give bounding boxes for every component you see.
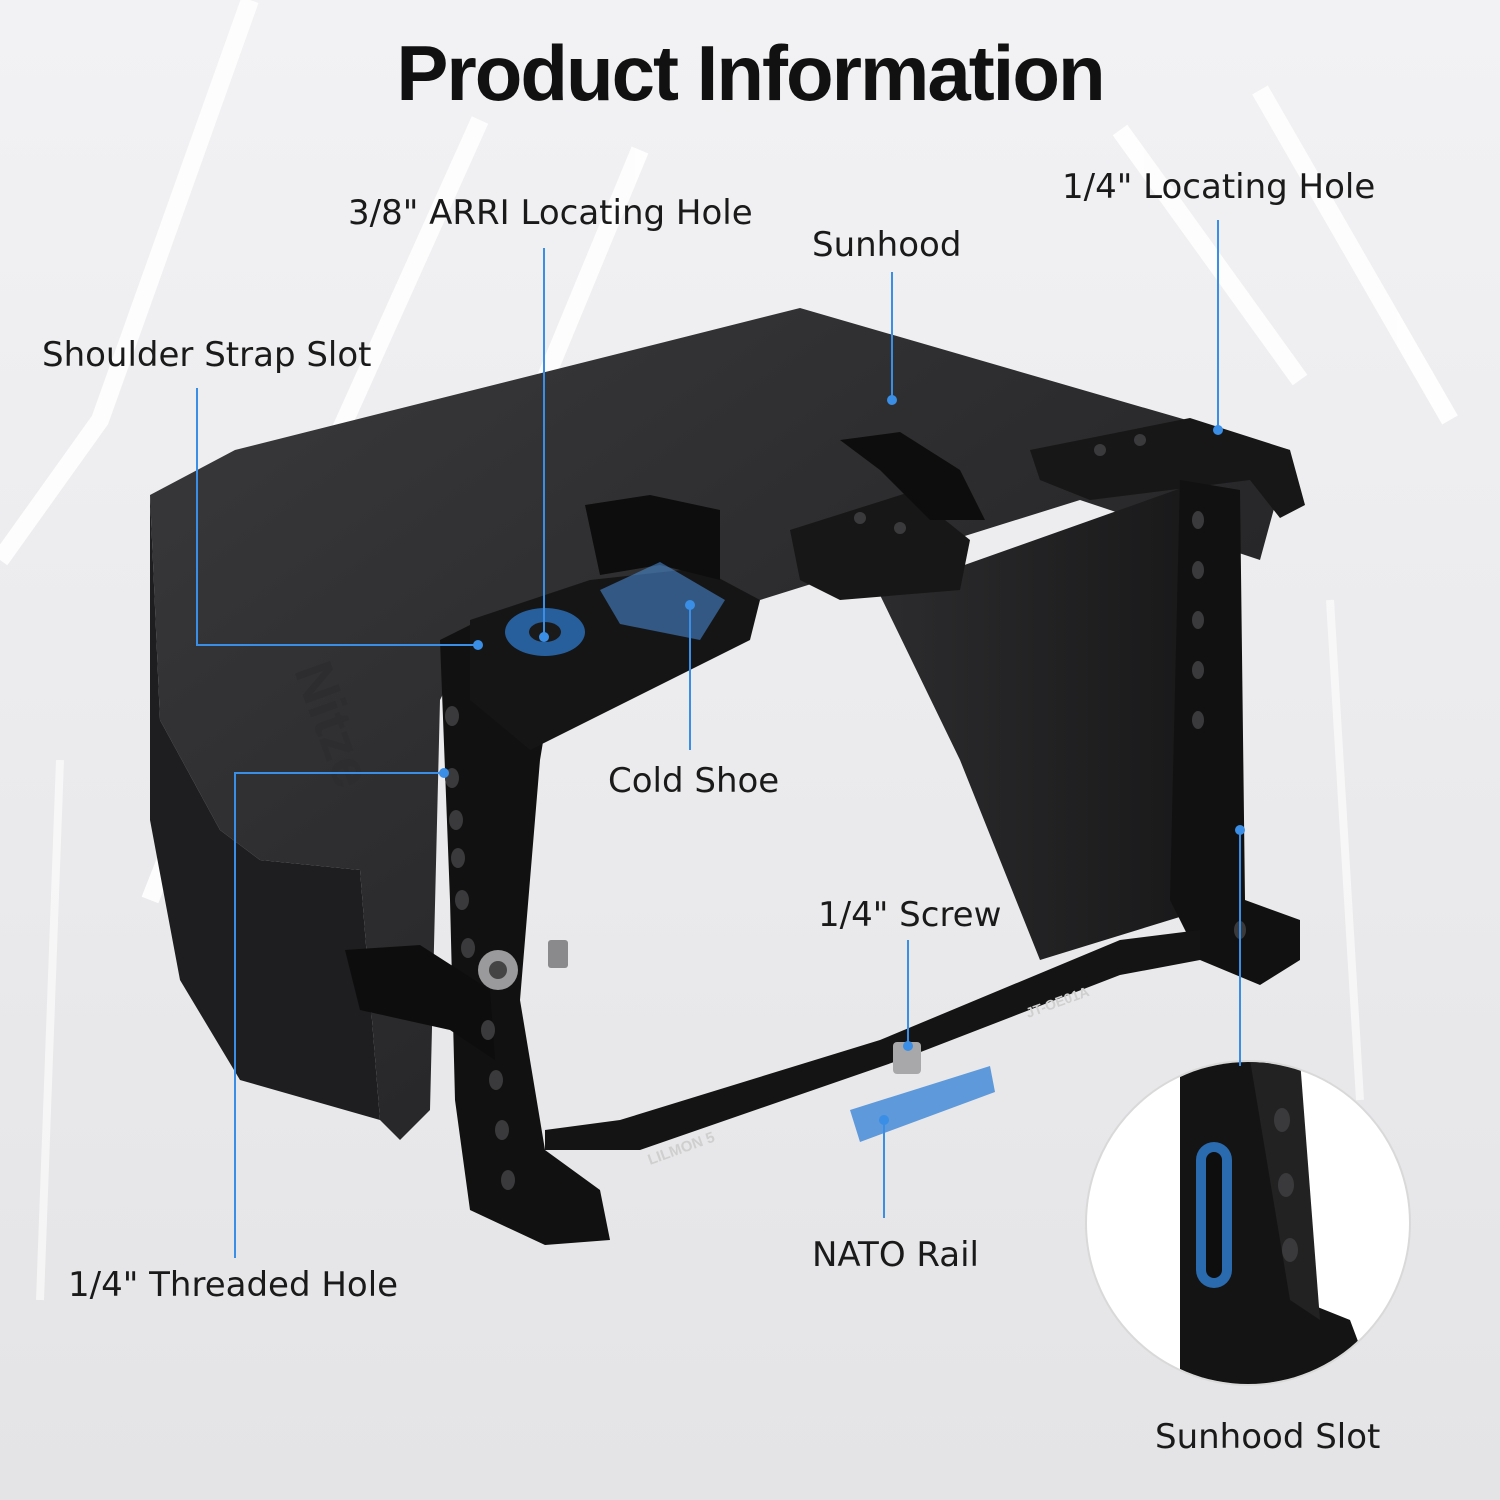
callout-quarter-locating-hole: 1/4" Locating Hole bbox=[1062, 167, 1376, 207]
callout-cold-shoe: Cold Shoe bbox=[608, 761, 780, 801]
callout-sunhood-slot: Sunhood Slot bbox=[1155, 1417, 1381, 1457]
cold-shoe-highlight bbox=[600, 562, 725, 640]
cage-right-upright bbox=[1170, 480, 1300, 985]
cage-bottom-rail bbox=[545, 930, 1200, 1150]
page-title: Product Information bbox=[396, 29, 1105, 117]
callout-sunhood: Sunhood bbox=[812, 225, 962, 265]
callout-quarter-screw: 1/4" Screw bbox=[818, 895, 1002, 935]
callout-arri-locating-hole: 3/8" ARRI Locating Hole bbox=[348, 193, 753, 233]
sunhood-slot-zoom bbox=[1085, 1060, 1411, 1386]
nato-rail-highlight bbox=[850, 1066, 995, 1142]
cage-left-upright bbox=[440, 610, 610, 1245]
callout-nato-rail: NATO Rail bbox=[812, 1235, 979, 1275]
sunhood-body bbox=[150, 308, 1290, 1140]
callout-quarter-threaded-hole: 1/4" Threaded Hole bbox=[68, 1265, 399, 1305]
callout-shoulder-strap-slot: Shoulder Strap Slot bbox=[42, 335, 372, 375]
